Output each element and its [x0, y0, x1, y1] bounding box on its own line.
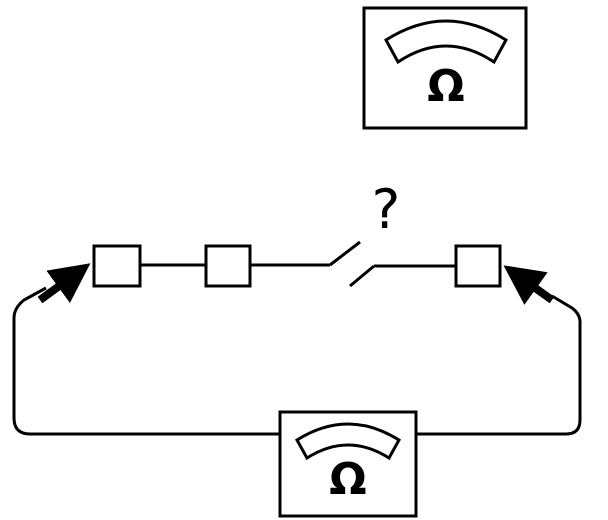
question-mark: ?	[372, 178, 401, 241]
ohmmeter-top: Ω	[362, 6, 528, 130]
probe-tip-right	[503, 265, 555, 305]
ohmmeter-top-omega: Ω	[427, 61, 464, 112]
ohmmeter-top-scale-arc	[384, 19, 508, 65]
probe-lead-right	[416, 294, 582, 436]
ohmmeter-bottom: Ω	[278, 410, 418, 518]
terminal-left	[92, 244, 142, 288]
probe-lead-left	[12, 286, 280, 436]
ohmmeter-bottom-omega: Ω	[329, 454, 366, 505]
terminal-middle	[204, 244, 252, 288]
switch-blade	[329, 240, 361, 267]
terminal-right	[454, 244, 502, 288]
ohmmeter-bottom-scale-arc	[294, 422, 402, 461]
probe-tip-left	[37, 263, 91, 304]
switch-contact	[349, 264, 375, 288]
